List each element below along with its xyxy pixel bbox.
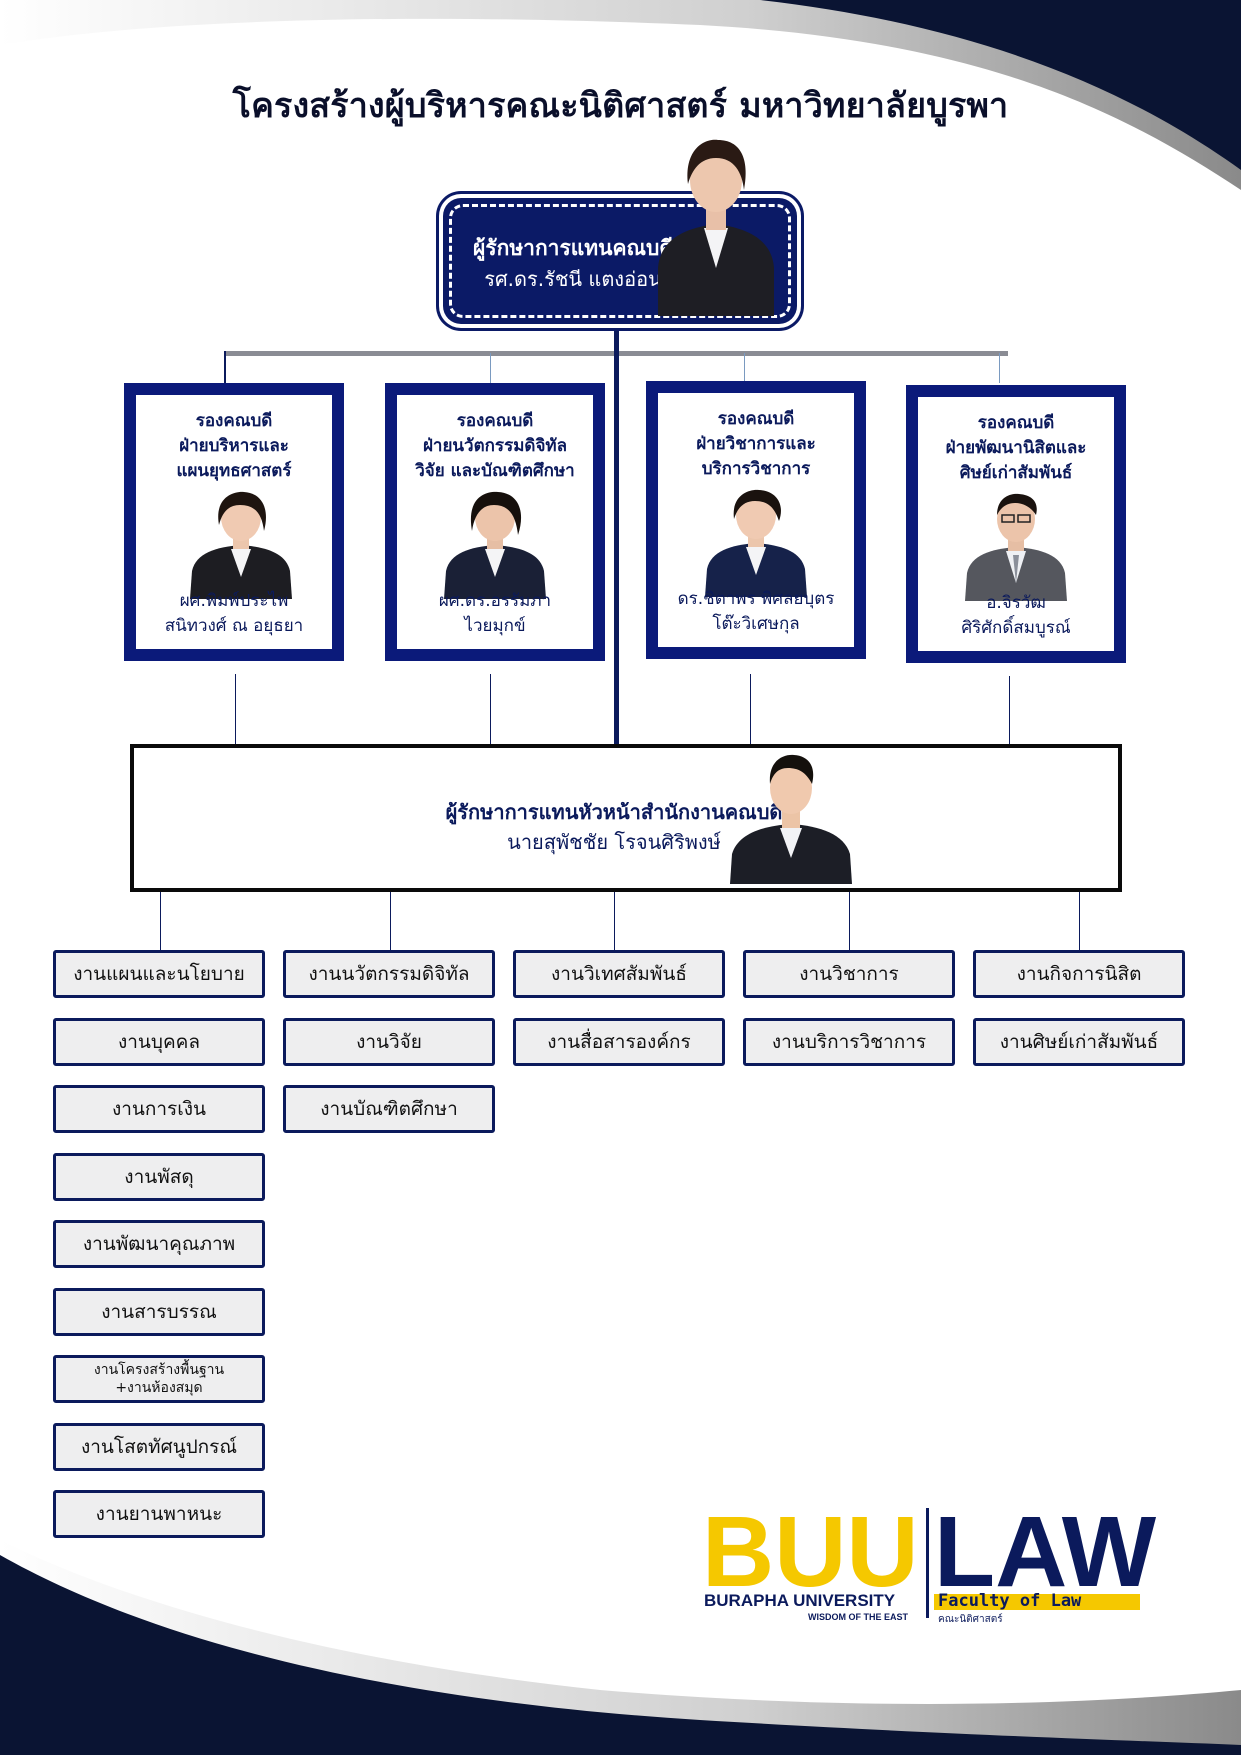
unit-box: งานพัสดุ xyxy=(53,1153,265,1201)
connector-vp2-top xyxy=(490,353,491,383)
connector-vp3-top xyxy=(744,353,745,383)
connector-dean-trunk xyxy=(614,324,619,748)
logo-motto: WISDOM OF THE EAST xyxy=(808,1612,909,1622)
unit-box: งานวิเทศสัมพันธ์ xyxy=(513,950,725,998)
vice-dean-photo xyxy=(961,493,1071,601)
connector-unit-col5 xyxy=(1079,886,1080,950)
unit-box: งานสารบรรณ xyxy=(53,1288,265,1336)
logo-faculty-th: คณะนิติศาสตร์ xyxy=(938,1613,1003,1625)
page-title: โครงสร้างผู้บริหารคณะนิติศาสตร์ มหาวิทยา… xyxy=(0,78,1241,132)
vice-dean-role: รองคณบดีฝ่ายนวัตกรรมดิจิทัลวิจัย และบัณฑ… xyxy=(397,409,593,484)
connector-unit-col2 xyxy=(390,882,391,950)
unit-box: งานพัฒนาคุณภาพ xyxy=(53,1220,265,1268)
unit-box: งานวิจัย xyxy=(283,1018,495,1066)
vice-dean-photo xyxy=(440,491,550,599)
vice-dean-card-1: รองคณบดีฝ่ายบริหารและแผนยุทธศาสตร์ ผศ.พิ… xyxy=(124,383,344,661)
unit-box: งานยานพาหนะ xyxy=(53,1490,265,1538)
logo-university: BURAPHA UNIVERSITY xyxy=(704,1591,896,1610)
vice-dean-card-2: รองคณบดีฝ่ายนวัตกรรมดิจิทัลวิจัย และบัณฑ… xyxy=(385,383,605,661)
connector-vp3-bottom xyxy=(750,674,751,746)
vice-dean-name: อ.จิรวัฒศิริศักดิ์สมบูรณ์ xyxy=(918,591,1114,641)
unit-box: งานกิจการนิสิต xyxy=(973,950,1185,998)
vice-dean-name: ดร.ชิตาพร พิศลยบุตรโต๊ะวิเศษกุล xyxy=(658,587,854,637)
connector-vp2-bottom xyxy=(490,674,491,746)
unit-box: งานศิษย์เก่าสัมพันธ์ xyxy=(973,1018,1185,1066)
connector-vp4-top xyxy=(999,353,1000,383)
unit-box: งานการเงิน xyxy=(53,1085,265,1133)
vice-dean-card-4: รองคณบดีฝ่ายพัฒนานิสิตและศิษย์เก่าสัมพัน… xyxy=(906,385,1126,663)
unit-box: งานบริการวิชาการ xyxy=(743,1018,955,1066)
vice-dean-role: รองคณบดีฝ่ายบริหารและแผนยุทธศาสตร์ xyxy=(136,409,332,484)
office-head-box: ผู้รักษาการแทนหัวหน้าสำนักงานคณบดี นายสุ… xyxy=(130,744,1122,892)
connector-vp1-bottom xyxy=(235,674,236,746)
connector-unit-col4 xyxy=(849,886,850,950)
unit-box: งานบัณฑิตศึกษา xyxy=(283,1085,495,1133)
vice-dean-name: ผศ.ดร.อรรัมภาไวยมุกข์ xyxy=(397,589,593,639)
vice-dean-photo xyxy=(186,491,296,599)
vice-dean-role: รองคณบดีฝ่ายวิชาการและบริการวิชาการ xyxy=(658,407,854,482)
unit-box: งานบุคคล xyxy=(53,1018,265,1066)
dean-photo xyxy=(646,128,786,316)
unit-box: งานสื่อสารองค์กร xyxy=(513,1018,725,1066)
connector-unit-col3 xyxy=(614,886,615,950)
connector-vp1-top xyxy=(224,351,226,383)
vice-dean-name: ผศ.พิมพ์ประไพสนิทวงศ์ ณ อยุธยา xyxy=(136,589,332,639)
unit-box: งานโครงสร้างพื้นฐาน +งานห้องสมุด xyxy=(53,1355,265,1403)
unit-box: งานแผนและนโยบาย xyxy=(53,950,265,998)
connector-vp4-bottom xyxy=(1009,676,1010,746)
vice-dean-card-3: รองคณบดีฝ่ายวิชาการและบริการวิชาการ ดร.ช… xyxy=(646,381,866,659)
buu-law-logo: BUU LAW BURAPHA UNIVERSITY WISDOM OF THE… xyxy=(700,1500,1160,1626)
vice-dean-photo xyxy=(701,489,811,597)
unit-box: งานโสตทัศนูปกรณ์ xyxy=(53,1423,265,1471)
vice-dean-role: รองคณบดีฝ่ายพัฒนานิสิตและศิษย์เก่าสัมพัน… xyxy=(918,411,1114,486)
logo-faculty-en: Faculty of Law xyxy=(938,1591,1082,1611)
office-head-photo xyxy=(726,754,856,884)
unit-box: งานนวัตกรรมดิจิทัล xyxy=(283,950,495,998)
connector-unit-col1 xyxy=(160,882,161,950)
unit-box: งานวิชาการ xyxy=(743,950,955,998)
